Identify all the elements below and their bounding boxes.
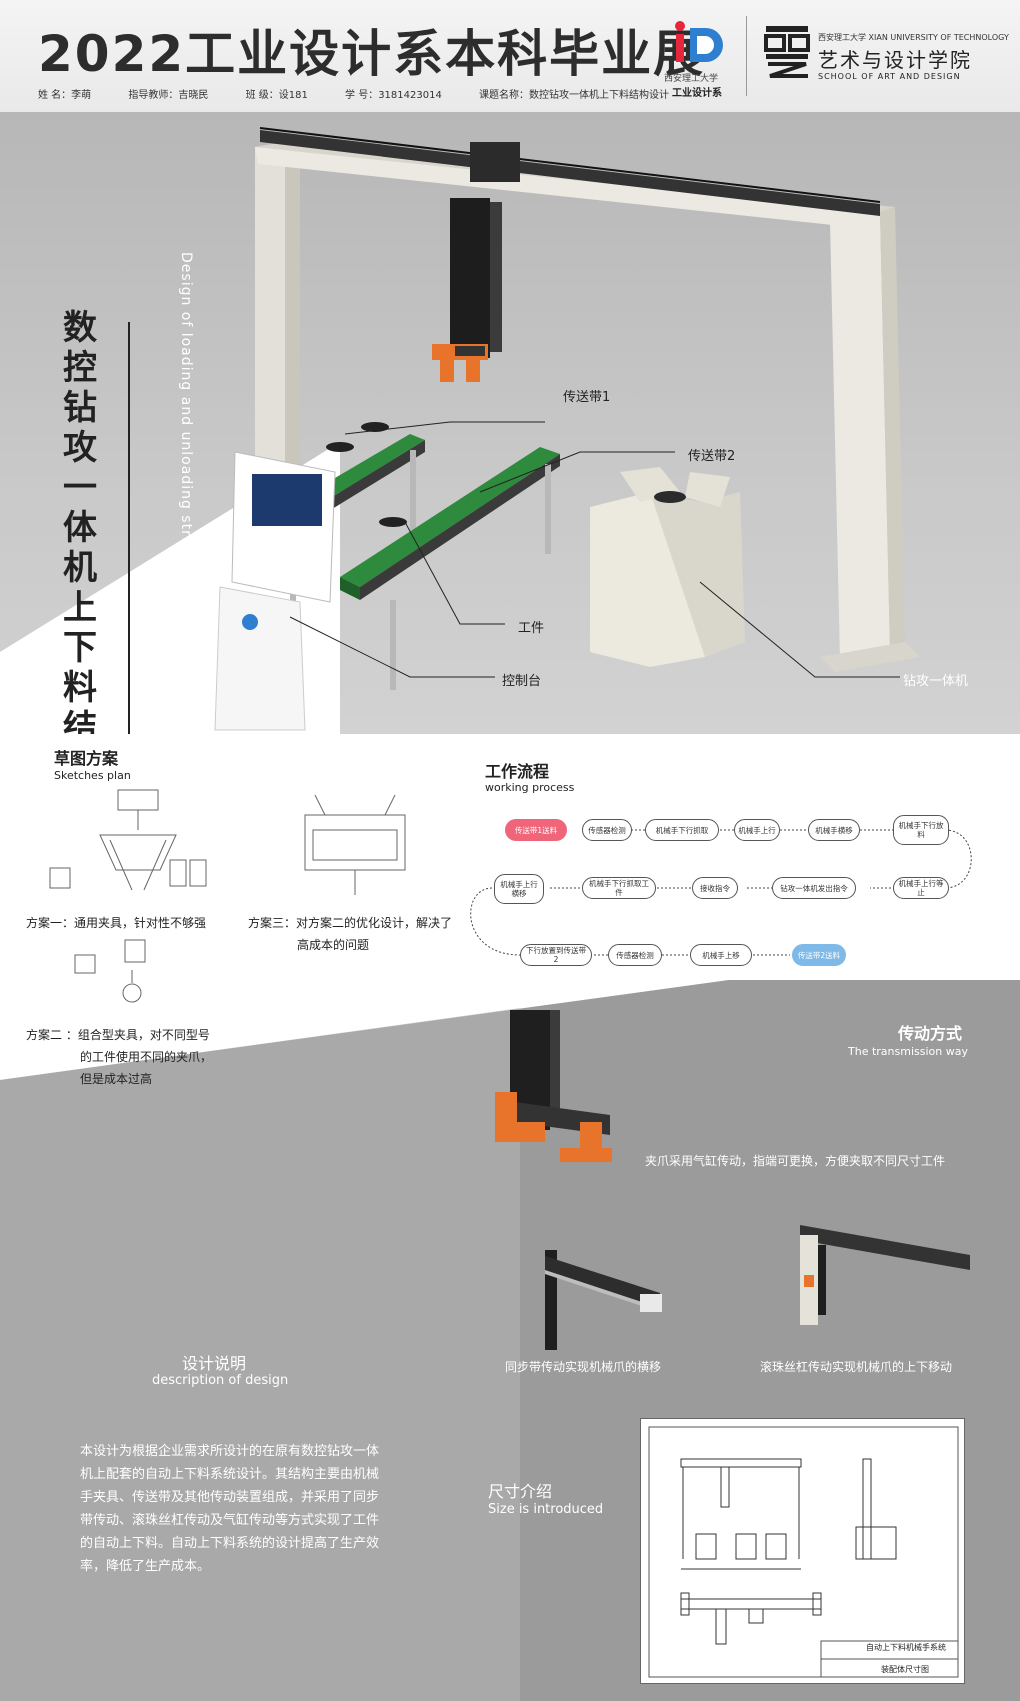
dimension-drawing-lines: [648, 1426, 959, 1678]
dept-name: 工业设计系: [672, 88, 722, 99]
callout-belt2: 传送带2: [688, 449, 736, 464]
screw-render: [800, 1225, 970, 1325]
vtitle-char: 钻: [63, 388, 97, 428]
flow-node: 机械手上行等止: [893, 877, 949, 899]
class-name: 班 级：设181: [245, 90, 308, 101]
logo-divider: [746, 16, 747, 96]
vtitle-char: 一: [63, 468, 97, 508]
english-project-title: Design of loading and unloading structur…: [178, 252, 194, 734]
vtitle-char: 控: [63, 348, 97, 388]
callout-lines: [289, 421, 900, 678]
caption-belt: 同步带传动实现机械爪的横移: [505, 1360, 662, 1374]
belt-render: [545, 1250, 662, 1350]
hero-render: 数 控 钻 攻 一 体 机 上 下 料 结 构 设 计 Design of lo…: [0, 112, 1020, 734]
vertical-project-title: 数 控 钻 攻 一 体 机 上 下 料 结 构 设 计: [58, 308, 102, 734]
description-title: 设计说明: [182, 1354, 247, 1373]
vtitle-char: 数: [63, 308, 97, 348]
flow-node-start: 传送带1送料: [505, 819, 567, 841]
callout-console: 控制台: [502, 674, 542, 689]
flow-node: 机械手下行抓取工件: [582, 877, 656, 899]
plan2-line1: 方案二 ：组合型夹具，对不同型号: [26, 1028, 210, 1042]
caption-claw: 夹爪采用气缸传动，指端可更换，方便夹取不同尺寸工件: [645, 1154, 946, 1168]
flow-node: 钻攻一体机发出指令: [772, 877, 856, 899]
student-info: 姓 名：李萌 指导教师：吉晓民 班 级：设181 学 号：3181423014 …: [38, 86, 703, 101]
school-name: 西安理工大学: [664, 74, 719, 84]
size-title: 尺寸介绍: [488, 1482, 553, 1501]
flow-node: 传感器检测: [608, 944, 662, 966]
workflow-connectors: [470, 829, 972, 956]
art-school-cn: 艺术与设计学院: [818, 48, 972, 72]
flow-node: 机械手上行: [734, 819, 780, 841]
student-id: 学 号：3181423014: [345, 90, 442, 101]
dimension-drawing: 自动上下料机械手系统 装配体尺寸图: [640, 1418, 965, 1684]
art-school-en: SCHOOL OF ART AND DESIGN: [818, 72, 961, 81]
flow-node: 机械手下行抓取: [645, 819, 719, 841]
flow-node: 接收指令: [692, 877, 738, 899]
topic-name: 课题名称：数控钻攻一体机上下料结构设计: [479, 90, 670, 101]
vtitle-char: 攻: [63, 428, 97, 468]
flow-node: 机械手横移: [808, 819, 860, 841]
vtitle-char: 下: [63, 628, 97, 668]
plan2-line3: 但是成本过高: [80, 1072, 153, 1086]
student-name: 姓 名：李萌: [38, 90, 92, 101]
transmission-subtitle: The transmission way: [848, 1045, 968, 1058]
sketch-title: 草图方案: [54, 749, 119, 768]
vtitle-char: 料: [63, 668, 97, 708]
advisor-name: 指导教师：吉晓民: [128, 90, 209, 101]
machine-render: [214, 127, 920, 731]
caption-screw: 滚珠丝杠传动实现机械爪的上下移动: [760, 1360, 953, 1374]
vtitle-char: 体: [63, 508, 97, 548]
poster-title: 2022工业设计系本科毕业展: [38, 25, 706, 83]
id-logo-icon: [675, 21, 723, 62]
callout-workpiece: 工件: [518, 621, 545, 636]
title-divider-line: [128, 322, 130, 734]
sketch-subtitle: Sketches plan: [54, 769, 131, 782]
sketch-plan1-drawing: [49, 789, 207, 891]
drawing-subtitle: 装配体尺寸图: [881, 1665, 929, 1674]
claw-render: [495, 1010, 612, 1162]
vtitle-char: 上: [63, 588, 97, 628]
sketch-plan2-drawing: [74, 939, 146, 1003]
workflow-subtitle: working process: [485, 781, 575, 794]
workflow-title: 工作流程: [485, 762, 550, 781]
transmission-title: 传动方式: [898, 1024, 963, 1043]
vtitle-char: 结: [63, 708, 97, 734]
sketch-plan3-drawing: [304, 794, 406, 895]
flow-node: 机械手上行横移: [494, 874, 544, 904]
art-school-seal-icon: [764, 26, 810, 78]
header: 2022工业设计系本科毕业展 姓 名：李萌 指导教师：吉晓民 班 级：设181 …: [0, 0, 1020, 112]
plan3-line2: 高成本的问题: [297, 938, 370, 952]
vtitle-char: 机: [63, 548, 97, 588]
art-school-top: 西安理工大学 XIAN UNIVERSITY OF TECHNOLOGY: [818, 33, 1009, 42]
flow-node-end: 传送带2送料: [792, 944, 846, 966]
flow-node: 机械手上移: [690, 944, 752, 966]
size-subtitle: Size is introduced: [488, 1502, 604, 1517]
callout-drill: 钻攻一体机: [903, 674, 969, 689]
flow-node: 下行放置到传送带2: [520, 944, 592, 966]
flow-node: 传感器检测: [582, 819, 632, 841]
plan3-line1: 方案三：对方案二的优化设计，解决了: [248, 916, 453, 930]
drawing-title: 自动上下料机械手系统: [866, 1643, 946, 1652]
plan1-text: 方案一：通用夹具，针对性不够强: [26, 916, 207, 930]
description-subtitle: description of design: [152, 1373, 289, 1388]
callout-belt1: 传送带1: [563, 390, 611, 405]
description-body: 本设计为根据企业需求所设计的在原有数控钻攻一体机上配套的自动上下料系统设计。其结…: [80, 1444, 380, 1574]
flow-node: 机械手下行放料: [893, 815, 949, 845]
plan2-line2: 的工件使用不同的夹爪，: [80, 1050, 213, 1064]
